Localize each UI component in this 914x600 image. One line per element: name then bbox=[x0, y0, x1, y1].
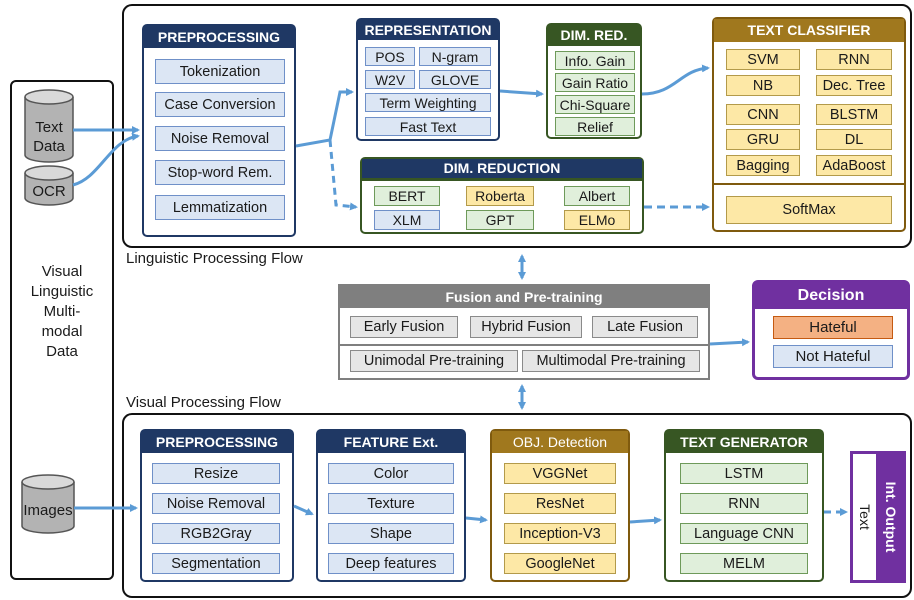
xlm-item: XLM bbox=[374, 210, 440, 230]
vggnet-item: VGGNet bbox=[504, 463, 616, 484]
text-classifier-panel: TEXT CLASSIFIER SVM RNN NB Dec. Tree CNN… bbox=[712, 17, 906, 232]
decision-title: Decision bbox=[755, 283, 907, 309]
ngram-item: N-gram bbox=[419, 47, 491, 66]
text-generator-panel: TEXT GENERATOR LSTM RNN Language CNN MEL… bbox=[664, 429, 824, 582]
info-gain-item: Info. Gain bbox=[555, 51, 635, 70]
googlenet-item: GoogleNet bbox=[504, 553, 616, 574]
term-weighting-item: Term Weighting bbox=[365, 93, 491, 112]
images-label: Images bbox=[23, 502, 73, 519]
language-cnn-item: Language CNN bbox=[680, 523, 808, 544]
decision-panel: Decision Hateful Not Hateful bbox=[752, 280, 910, 380]
dim-reduction-panel: DIM. REDUCTION BERT Roberta Albert XLM G… bbox=[360, 157, 644, 234]
rgb2gray-item: RGB2Gray bbox=[152, 523, 280, 544]
feature-ext-panel: FEATURE Ext. Color Texture Shape Deep fe… bbox=[316, 429, 466, 582]
chi-square-item: Chi-Square bbox=[555, 95, 635, 114]
ocr-label: OCR bbox=[32, 183, 66, 200]
w2v-item: W2V bbox=[365, 70, 415, 89]
segmentation-item: Segmentation bbox=[152, 553, 280, 574]
text-preprocessing-panel: PREPROCESSING Tokenization Case Conversi… bbox=[142, 24, 296, 237]
visual-preprocessing-panel: PREPROCESSING Resize Noise Removal RGB2G… bbox=[140, 429, 294, 582]
text-data-label: Text Data bbox=[33, 119, 65, 155]
fusion-to-decision-arrow bbox=[709, 338, 750, 347]
obj-detection-title: OBJ. Detection bbox=[492, 431, 628, 453]
int-output-title-bar bbox=[876, 451, 906, 583]
rnn-textgen-item: RNN bbox=[680, 493, 808, 514]
gain-ratio-item: Gain Ratio bbox=[555, 73, 635, 92]
visual-flow-label: Visual Processing Flow bbox=[126, 394, 281, 411]
blstm-item: BLSTM bbox=[816, 104, 892, 125]
melm-item: MELM bbox=[680, 553, 808, 574]
bert-item: BERT bbox=[374, 186, 440, 206]
lstm-item: LSTM bbox=[680, 463, 808, 484]
noise-removal-item: Noise Removal bbox=[155, 126, 285, 151]
hateful-item: Hateful bbox=[773, 316, 893, 339]
shape-item: Shape bbox=[328, 523, 454, 544]
gru-item: GRU bbox=[726, 129, 800, 150]
fusion-divider bbox=[340, 344, 708, 346]
dec-tree-item: Dec. Tree bbox=[816, 75, 892, 96]
text-preprocessing-title: PREPROCESSING bbox=[144, 26, 294, 48]
texture-item: Texture bbox=[328, 493, 454, 514]
obj-detection-panel: OBJ. Detection VGGNet ResNet Inception-V… bbox=[490, 429, 630, 582]
case-conversion-item: Case Conversion bbox=[155, 92, 285, 117]
unimodal-pretraining-item: Unimodal Pre-training bbox=[350, 350, 518, 372]
svm-item: SVM bbox=[726, 49, 800, 70]
int-output-title: Int. Output bbox=[883, 481, 899, 553]
early-fusion-item: Early Fusion bbox=[350, 316, 458, 338]
roberta-item: Roberta bbox=[466, 186, 534, 206]
dim-red-title: DIM. RED. bbox=[548, 25, 640, 46]
inception-item: Inception-V3 bbox=[504, 523, 616, 544]
elmo-item: ELMo bbox=[564, 210, 630, 230]
albert-item: Albert bbox=[564, 186, 630, 206]
linguistic-flow-label: Linguistic Processing Flow bbox=[126, 250, 303, 267]
color-item: Color bbox=[328, 463, 454, 484]
fast-text-item: Fast Text bbox=[365, 117, 491, 136]
nb-item: NB bbox=[726, 75, 800, 96]
rnn-classifier-item: RNN bbox=[816, 49, 892, 70]
resnet-item: ResNet bbox=[504, 493, 616, 514]
dim-reduction-title: DIM. REDUCTION bbox=[362, 159, 642, 181]
classifier-divider bbox=[714, 183, 904, 185]
tokenization-item: Tokenization bbox=[155, 59, 285, 84]
fusion-title: Fusion and Pre-training bbox=[340, 286, 708, 308]
gpt-item: GPT bbox=[466, 210, 534, 230]
representation-title: REPRESENTATION bbox=[358, 20, 498, 40]
relief-item: Relief bbox=[555, 117, 635, 136]
adaboost-item: AdaBoost bbox=[816, 155, 892, 176]
fusion-panel: Fusion and Pre-training Early Fusion Hyb… bbox=[338, 284, 710, 380]
deep-features-item: Deep features bbox=[328, 553, 454, 574]
glove-item: GLOVE bbox=[419, 70, 491, 89]
visual-noise-removal-item: Noise Removal bbox=[152, 493, 280, 514]
softmax-item: SoftMax bbox=[726, 196, 892, 224]
pos-item: POS bbox=[365, 47, 415, 66]
representation-panel: REPRESENTATION POS N-gram W2V GLOVE Term… bbox=[356, 18, 500, 141]
resize-item: Resize bbox=[152, 463, 280, 484]
text-classifier-title: TEXT CLASSIFIER bbox=[714, 19, 904, 42]
bagging-item: Bagging bbox=[726, 155, 800, 176]
cnn-item: CNN bbox=[726, 104, 800, 125]
lemmatization-item: Lemmatization bbox=[155, 195, 285, 220]
multimodal-data-label: Visual Linguistic Multi- modal Data bbox=[30, 263, 94, 360]
dim-red-panel: DIM. RED. Info. Gain Gain Ratio Chi-Squa… bbox=[546, 23, 642, 139]
dl-item: DL bbox=[816, 129, 892, 150]
visual-preprocessing-title: PREPROCESSING bbox=[142, 431, 292, 453]
not-hateful-item: Not Hateful bbox=[773, 345, 893, 368]
multimodal-pretraining-item: Multimodal Pre-training bbox=[522, 350, 700, 372]
feature-ext-title: FEATURE Ext. bbox=[318, 431, 464, 453]
text-generator-title: TEXT GENERATOR bbox=[666, 431, 822, 453]
int-output-text: Text bbox=[857, 504, 873, 530]
stop-word-item: Stop-word Rem. bbox=[155, 160, 285, 185]
late-fusion-item: Late Fusion bbox=[592, 316, 698, 338]
hybrid-fusion-item: Hybrid Fusion bbox=[470, 316, 582, 338]
